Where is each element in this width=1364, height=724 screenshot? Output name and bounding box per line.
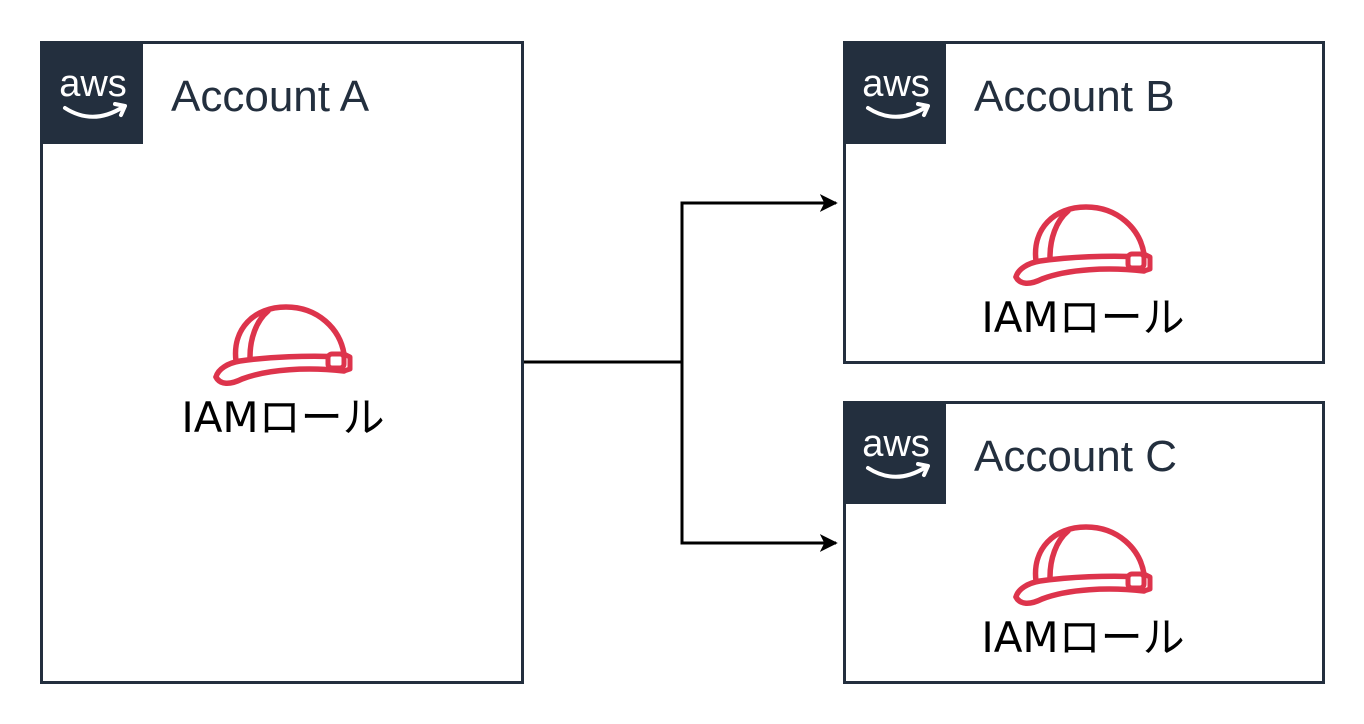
account-title-b: Account B	[974, 72, 1175, 121]
iam-role-label-c: IAMロール	[981, 613, 1185, 662]
hard-hat-icon	[1013, 204, 1153, 286]
iam-role-label-a: IAMロール	[181, 393, 385, 442]
account-title-a: Account A	[171, 72, 370, 121]
account-box-b[interactable]: aws Account B IAMロール	[843, 41, 1325, 364]
aws-logo-icon: aws	[846, 44, 946, 144]
aws-logo-icon: aws	[846, 404, 946, 504]
iam-role-a[interactable]: IAMロール	[153, 299, 413, 443]
aws-logo-text: aws	[862, 63, 930, 105]
account-title-c: Account C	[974, 432, 1177, 481]
hard-hat-icon	[1013, 524, 1153, 606]
hard-hat-icon	[213, 304, 353, 386]
iam-role-b[interactable]: IAMロール	[953, 199, 1213, 343]
iam-role-label-b: IAMロール	[981, 293, 1185, 342]
account-box-a[interactable]: aws Account A IAMロール	[40, 41, 524, 684]
connector-a-to-b	[522, 194, 838, 364]
aws-logo-icon: aws	[43, 44, 143, 144]
aws-logo-text: aws	[862, 423, 930, 465]
aws-logo-text: aws	[59, 63, 127, 105]
iam-role-c[interactable]: IAMロール	[953, 519, 1213, 663]
account-box-c[interactable]: aws Account C IAMロール	[843, 401, 1325, 684]
connector-a-to-c	[522, 360, 838, 552]
